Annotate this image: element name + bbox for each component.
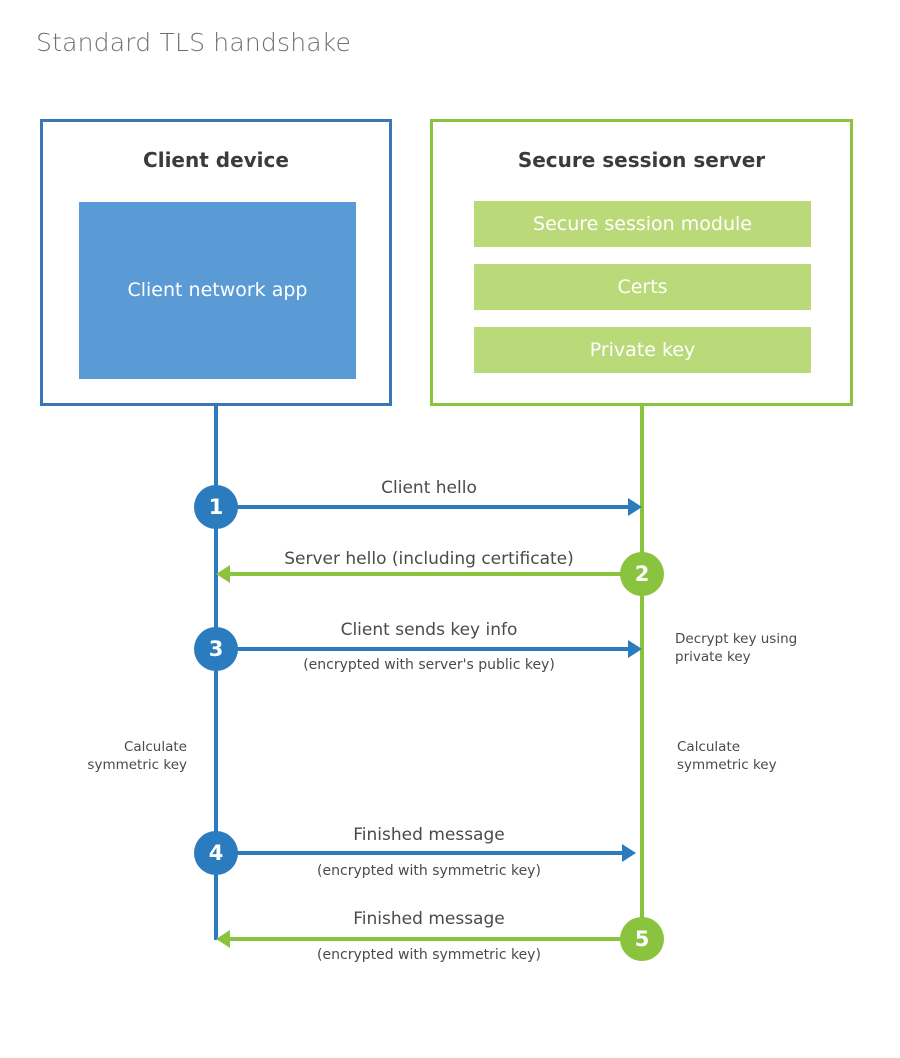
secure-session-server-title: Secure session server xyxy=(517,148,766,172)
message-3-arrow-line xyxy=(216,647,628,651)
message-5-arrow-line xyxy=(230,937,642,941)
server-lifeline xyxy=(640,406,644,940)
page-title: Standard TLS handshake xyxy=(36,28,352,57)
message-1-arrow-head xyxy=(628,498,642,516)
step-badge-1[interactable]: 1 xyxy=(194,485,238,529)
client-network-app-block: Client network app xyxy=(79,202,356,379)
client-lifeline xyxy=(214,406,218,940)
annotation-server-decrypt: Decrypt key using private key xyxy=(675,631,798,666)
message-3-arrow-head xyxy=(628,640,642,658)
step-badge-3[interactable]: 3 xyxy=(194,627,238,671)
message-3-label: Client sends key info xyxy=(340,620,518,640)
server-component-certs: Certs xyxy=(474,264,811,310)
client-device-title: Client device xyxy=(143,148,289,172)
client-device-box: Client device Client network app xyxy=(40,119,392,406)
server-component-private-key: Private key xyxy=(474,327,811,373)
message-4-label: Finished message xyxy=(353,825,505,845)
message-5-label: Finished message xyxy=(353,909,505,929)
secure-session-server-box: Secure session server Secure session mod… xyxy=(430,119,853,406)
message-4-sublabel: (encrypted with symmetric key) xyxy=(317,863,541,879)
message-3-sublabel: (encrypted with server's public key) xyxy=(303,657,555,673)
message-2-arrow-line xyxy=(230,572,642,576)
message-1-arrow-line xyxy=(216,505,628,509)
step-badge-4[interactable]: 4 xyxy=(194,831,238,875)
message-2-label: Server hello (including certificate) xyxy=(284,549,574,569)
server-component-secure-session-module: Secure session module xyxy=(474,201,811,247)
annotation-server-calculate-symmetric-key: Calculate symmetric key xyxy=(677,739,777,774)
message-5-arrow-head xyxy=(216,930,230,948)
message-1-label: Client hello xyxy=(381,478,477,498)
step-badge-2[interactable]: 2 xyxy=(620,552,664,596)
message-4-arrow-head xyxy=(622,844,636,862)
annotation-client-calculate-symmetric-key: Calculate symmetric key xyxy=(87,739,187,774)
step-badge-5[interactable]: 5 xyxy=(620,917,664,961)
message-2-arrow-head xyxy=(216,565,230,583)
message-5-sublabel: (encrypted with symmetric key) xyxy=(317,947,541,963)
message-4-arrow-line xyxy=(216,851,622,855)
